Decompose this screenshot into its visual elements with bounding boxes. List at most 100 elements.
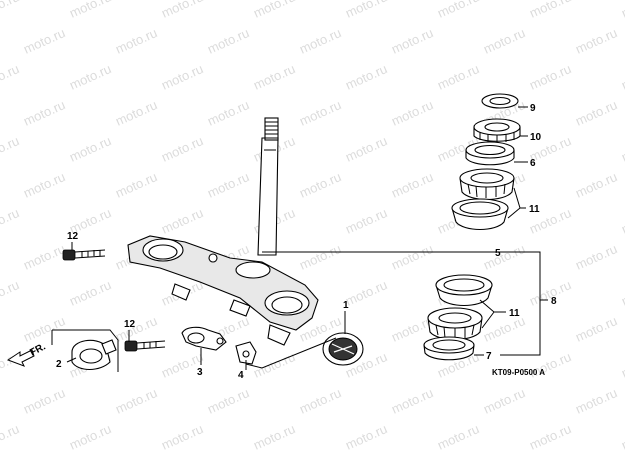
watermark-text: moto.ru [619,0,625,21]
watermark-text: moto.ru [343,421,389,453]
watermark-text: moto.ru [481,313,527,345]
watermark-text: moto.ru [205,169,251,201]
callout-6: 6 [530,158,536,169]
watermark-text: moto.ru [343,133,389,165]
callout-3: 3 [197,367,203,378]
watermark-text: moto.ru [251,61,297,93]
watermark-text: moto.ru [113,25,159,57]
watermark-text: moto.ru [205,97,251,129]
fr-label: FR. [28,341,48,358]
callout-12-lower: 12 [124,319,136,330]
watermark-text: moto.ru [0,421,21,453]
watermark-text: moto.ru [251,349,297,381]
watermark-text: moto.ru [0,61,21,93]
bolt-12-upper [62,249,106,261]
watermark-text: moto.ru [297,97,343,129]
callout-8: 8 [551,296,557,307]
watermark-text: moto.ru [481,241,527,273]
watermark-text: moto.ru [343,205,389,237]
callout-2: 2 [56,359,62,370]
watermark-text: moto.ru [297,169,343,201]
callout-12-upper: 12 [67,231,79,242]
part-6-dust-seal [465,141,515,166]
watermark-text: moto.ru [113,385,159,417]
watermark-text: moto.ru [251,0,297,21]
part-11-lower-race [435,274,493,307]
watermark-text: moto.ru [67,61,113,93]
watermark-text: moto.ru [67,133,113,165]
part-3-guide [181,326,227,351]
watermark-text: moto.ru [619,205,625,237]
steering-stem-assembly [127,117,319,346]
watermark-text: moto.ru [527,61,573,93]
watermark-text: moto.ru [619,349,625,381]
watermark-text: moto.ru [619,133,625,165]
watermark-text: moto.ru [389,25,435,57]
watermark-text: moto.ru [435,0,481,21]
watermark-text: moto.ru [573,241,619,273]
watermark-text: moto.ru [21,97,67,129]
watermark-text: moto.ru [251,421,297,453]
part-7-lower-seal [423,336,475,361]
watermark-text: moto.ru [619,61,625,93]
watermark-text: moto.ru [389,169,435,201]
watermark-text: moto.ru [0,277,21,309]
watermark-text: moto.ru [0,133,21,165]
watermark-text: moto.ru [67,277,113,309]
watermark-text: moto.ru [159,421,205,453]
watermark-text: moto.ru [21,25,67,57]
watermark-text: moto.ru [343,61,389,93]
watermark-text: moto.ru [21,241,67,273]
part-1-stem-cap [322,332,364,366]
watermark-text: moto.ru [481,385,527,417]
watermark-text: moto.ru [573,313,619,345]
part-10-adjusting-nut [473,118,521,143]
watermark-text: moto.ru [343,277,389,309]
callout-7: 7 [486,351,492,362]
watermark-text: moto.ru [297,241,343,273]
watermark-text: moto.ru [573,169,619,201]
callout-11-upper: 11 [529,204,540,215]
callout-labels: 12 12 2 3 4 1 9 10 6 11 5 8 11 7 [56,103,557,381]
callout-9: 9 [530,103,536,114]
watermark-text: moto.ru [113,97,159,129]
watermark-text: moto.ru [159,61,205,93]
part-9-lock-washer [481,93,519,109]
watermark-text: moto.ru [0,205,21,237]
watermark-text: moto.ru [389,97,435,129]
watermark-text: moto.ru [0,0,21,21]
bolt-12-lower [124,340,166,352]
watermark-text: moto.ru [21,169,67,201]
diagram-code: KT09-P0500 A [492,368,545,377]
watermark-text: moto.ru [205,385,251,417]
part-11-lower-bearing [427,307,483,341]
watermark-text: moto.ru [159,0,205,21]
watermark-text: moto.ru [21,385,67,417]
front-direction-arrow: FR. [6,341,48,367]
watermark-text: moto.ru [389,385,435,417]
stem-thread [264,117,279,141]
watermark-text: moto.ru [573,385,619,417]
callout-4: 4 [238,370,244,381]
part-4-bracket [235,341,257,365]
watermark-text: moto.ru [619,277,625,309]
watermark-text: moto.ru [435,61,481,93]
watermark-text: moto.ru [619,421,625,453]
watermark-text: moto.ru [297,25,343,57]
watermark-text: moto.ru [113,313,159,345]
watermark-text: moto.ru [527,0,573,21]
watermark-text: moto.ru [297,385,343,417]
watermark-text: moto.ru [67,0,113,21]
leader-lines [66,106,548,370]
callout-10: 10 [530,132,542,143]
watermark-text: moto.ru [573,97,619,129]
callout-1: 1 [343,300,349,311]
part-11-upper-race [451,198,509,231]
part-2-clamp [51,329,119,372]
watermark-text: moto.ru [573,25,619,57]
watermark-text: moto.ru [159,205,205,237]
watermark-text: moto.ru [343,0,389,21]
callout-11-lower: 11 [509,308,520,319]
